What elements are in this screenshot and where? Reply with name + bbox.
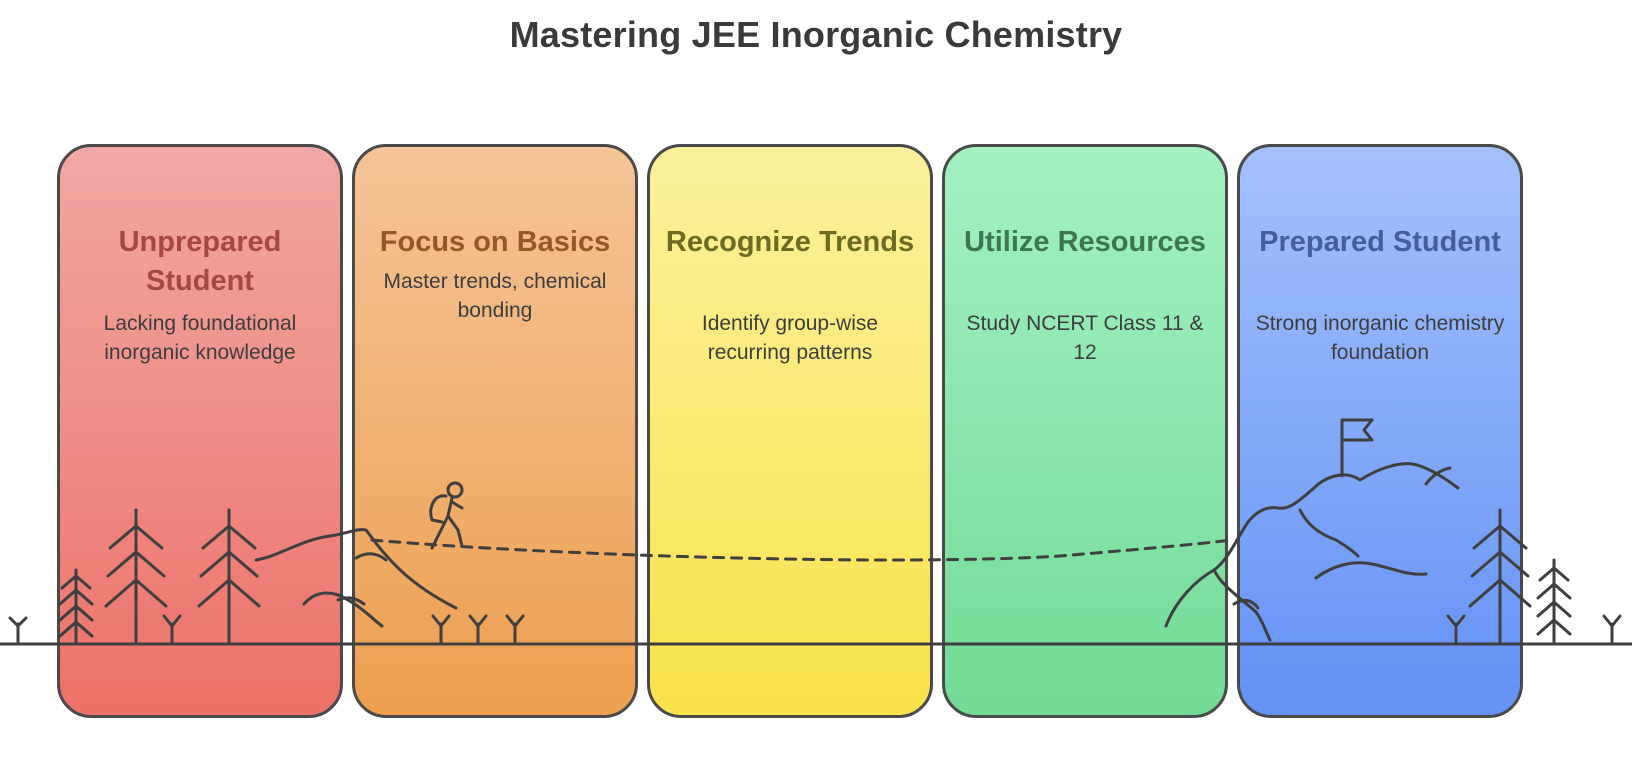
grass-sprout-icon (468, 614, 488, 644)
pine-tree-icon (197, 508, 261, 644)
stage-card-utilize-resources: Utilize Resources Study NCERT Class 11 &… (942, 144, 1228, 718)
diagram-title: Mastering JEE Inorganic Chemistry (509, 14, 1123, 55)
mountain-icon (1164, 462, 1460, 642)
pine-tree-icon (1468, 508, 1532, 644)
journey-path (370, 538, 1234, 562)
summit-flag-icon (1340, 418, 1374, 478)
stage-description: Study NCERT Class 11 & 12 (966, 312, 1204, 364)
grass-sprout-icon (8, 616, 28, 644)
stage-description: Identify group-wise recurring patterns (701, 312, 879, 364)
stage-card-recognize-trends: Recognize Trends Identify group-wise rec… (647, 144, 933, 718)
stage-description: Strong inorganic chemistry foundation (1255, 312, 1505, 364)
hiker-icon (429, 481, 464, 550)
stage-card-unprepared-student: Unprepared Student Lacking foundational … (57, 144, 343, 718)
mountain-icon (254, 528, 458, 628)
stage-heading: Prepared Student (1259, 226, 1501, 258)
stage-description: Lacking foundational inorganic knowledge (103, 312, 297, 364)
grass-sprout-icon (505, 614, 525, 644)
stage-heading: Unprepared Student (118, 226, 282, 297)
stage-card-focus-on-basics: Focus on Basics Master trends, chemical … (352, 144, 638, 718)
grass-sprout-icon (431, 614, 451, 644)
grass-sprout-icon (1446, 614, 1466, 644)
stage-card-prepared-student: Prepared Student Strong inorganic chemis… (1237, 144, 1523, 718)
stage-heading: Recognize Trends (665, 226, 915, 258)
pine-tree-icon (58, 568, 94, 644)
stage-description: Master trends, chemical bonding (383, 270, 607, 322)
grass-sprout-icon (1602, 614, 1622, 644)
stage-heading: Utilize Resources (964, 226, 1206, 258)
pine-tree-icon (1536, 558, 1572, 644)
pine-tree-icon (104, 508, 168, 644)
stage-heading: Focus on Basics (379, 226, 611, 258)
grass-sprout-icon (162, 614, 182, 644)
